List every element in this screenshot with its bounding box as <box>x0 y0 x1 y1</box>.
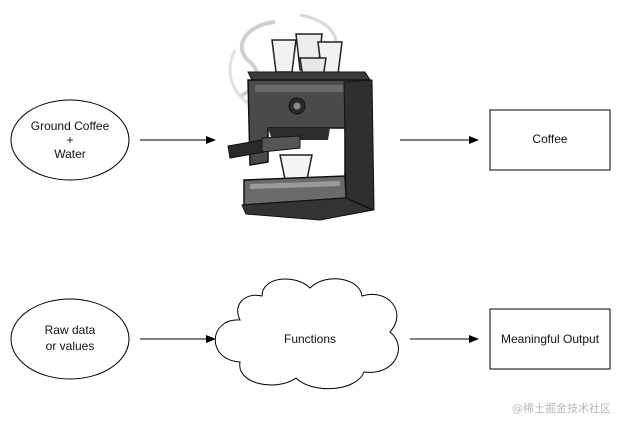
raw-data-node: Raw data or values <box>10 298 130 380</box>
functions-cloud-node: Functions <box>214 278 399 390</box>
ground-coffee-water-node: Ground Coffee + Water <box>10 99 130 181</box>
ground-coffee-label: Ground Coffee <box>31 119 110 133</box>
watermark: @稀土掘金技术社区 <box>512 401 611 415</box>
coffee-label: Coffee <box>532 132 567 146</box>
espresso-machine-icon <box>227 13 375 221</box>
functions-label: Functions <box>284 332 336 346</box>
meaningful-output-node: Meaningful Output <box>489 308 611 370</box>
meaningful-output-label: Meaningful Output <box>501 332 600 346</box>
coffee-output-node: Coffee <box>489 109 611 171</box>
raw-data-label: Raw data <box>45 323 96 337</box>
plus-label: + <box>66 133 73 147</box>
water-label: Water <box>54 147 86 161</box>
or-values-label: or values <box>46 339 95 353</box>
